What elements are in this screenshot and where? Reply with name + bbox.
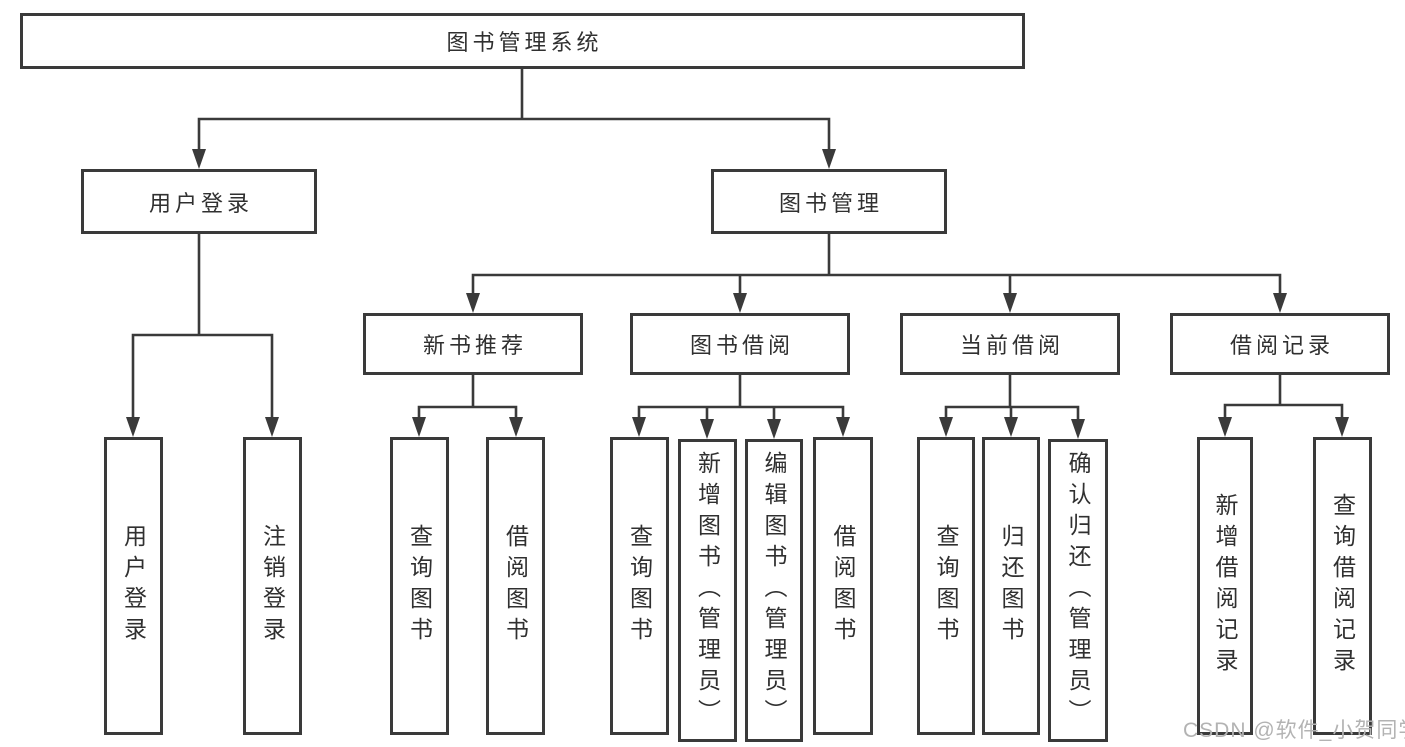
node-new-book-recommend: 新书推荐 xyxy=(363,313,583,375)
node-label: 借阅图书 xyxy=(830,524,856,648)
arrowhead-down-icon xyxy=(1004,417,1018,437)
node-book-borrowing: 图书借阅 xyxy=(630,313,850,375)
node-current-borrowing: 当前借阅 xyxy=(900,313,1120,375)
node-label: 归还图书 xyxy=(998,524,1024,648)
node-label: 查询图书 xyxy=(626,524,653,648)
node-op-query-books-rec: 查询图书 xyxy=(390,437,449,735)
node-op-logout: 注销登录 xyxy=(243,437,302,735)
node-label: 编辑图书（管理员） xyxy=(761,451,787,730)
node-label: 查询图书 xyxy=(406,524,433,648)
node-book-management: 图书管理 xyxy=(711,169,947,234)
node-label: 查询借阅记录 xyxy=(1329,493,1356,679)
arrowhead-down-icon xyxy=(412,417,426,437)
node-label: 借阅图书 xyxy=(502,524,529,648)
arrowhead-down-icon xyxy=(1071,419,1085,439)
arrowhead-down-icon xyxy=(1218,417,1232,437)
node-label: 当前借阅 xyxy=(959,333,1064,358)
node-label: 查询图书 xyxy=(933,524,959,648)
node-label: 新增借阅记录 xyxy=(1212,493,1238,679)
arrowhead-down-icon xyxy=(822,149,836,169)
node-op-return-books: 归还图书 xyxy=(982,437,1040,735)
arrowhead-down-icon xyxy=(632,417,646,437)
node-label: 注销登录 xyxy=(259,524,286,648)
node-user-login: 用户登录 xyxy=(81,169,317,234)
arrowhead-down-icon xyxy=(1003,293,1017,313)
node-op-user-login: 用户登录 xyxy=(104,437,163,735)
node-op-borrow-books-bor: 借阅图书 xyxy=(813,437,873,735)
arrowhead-down-icon xyxy=(509,417,523,437)
arrowhead-down-icon xyxy=(700,419,714,439)
node-label: 图书管理系统 xyxy=(446,30,603,55)
arrowhead-down-icon xyxy=(767,419,781,439)
node-label: 图书管理 xyxy=(778,190,883,216)
node-op-edit-book-admin: 编辑图书（管理员） xyxy=(745,439,803,742)
node-op-query-books-bor: 查询图书 xyxy=(610,437,669,735)
csdn-watermark: CSDN @软件_小贺同学 xyxy=(1183,719,1405,742)
arrowhead-down-icon xyxy=(1273,293,1287,313)
node-label: 确认归还（管理员） xyxy=(1065,451,1091,730)
node-op-query-borrow-rec: 查询借阅记录 xyxy=(1313,437,1372,735)
node-label: 借阅记录 xyxy=(1229,333,1334,358)
arrowhead-down-icon xyxy=(1335,417,1349,437)
arrowhead-down-icon xyxy=(265,417,279,437)
node-label: 用户登录 xyxy=(148,190,253,216)
node-op-add-borrow-rec: 新增借阅记录 xyxy=(1197,437,1253,735)
node-root: 图书管理系统 xyxy=(20,13,1025,69)
node-op-confirm-return: 确认归还（管理员） xyxy=(1048,439,1108,742)
arrowhead-down-icon xyxy=(466,293,480,313)
node-label: 用户登录 xyxy=(120,524,147,648)
node-op-query-books-cur: 查询图书 xyxy=(917,437,975,735)
node-op-borrow-books-rec: 借阅图书 xyxy=(486,437,545,735)
node-op-add-book-admin: 新增图书（管理员） xyxy=(678,439,737,742)
node-borrowing-records: 借阅记录 xyxy=(1170,313,1390,375)
node-label: 图书借阅 xyxy=(689,333,794,358)
node-label: 新书推荐 xyxy=(422,333,527,358)
node-label: 新增图书（管理员） xyxy=(694,451,721,730)
arrowhead-down-icon xyxy=(126,417,140,437)
arrowhead-down-icon xyxy=(192,149,206,169)
arrowhead-down-icon xyxy=(939,417,953,437)
arrowhead-down-icon xyxy=(836,417,850,437)
arrowhead-down-icon xyxy=(733,293,747,313)
